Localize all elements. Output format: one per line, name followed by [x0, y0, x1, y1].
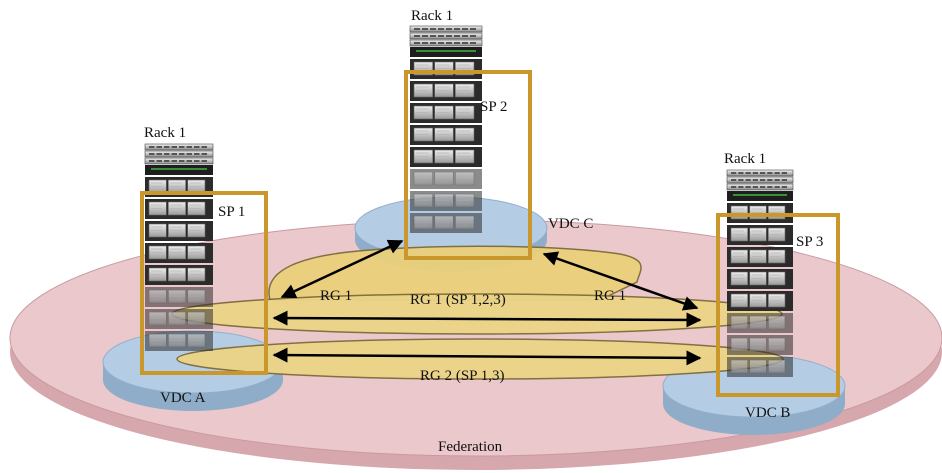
rack-drawer: [727, 357, 793, 377]
rg1-main-label: RG 1 (SP 1,2,3): [410, 292, 506, 308]
rack-right: [726, 169, 794, 377]
rack-drawer: [410, 147, 482, 167]
rack-drawer: [410, 59, 482, 79]
rack-label-center: Rack 1: [411, 8, 453, 24]
rg1-right-label: RG 1: [594, 288, 626, 304]
sp-3-border: [716, 213, 840, 397]
sp-2-label: SP 2: [480, 99, 507, 115]
rack-drawer: [727, 335, 793, 355]
sp-2-border: [404, 70, 532, 260]
rack-drawer: [727, 313, 793, 333]
federation-label: Federation: [438, 439, 503, 455]
rg1-right-arrow: [542, 251, 699, 311]
rack-drawer: [727, 247, 793, 267]
rack-label-right: Rack 1: [724, 151, 766, 167]
rack-drawer: [145, 287, 213, 307]
rack-drawer: [410, 169, 482, 189]
rg1-left-arrow: [280, 239, 404, 299]
sp-1-label: SP 1: [218, 204, 245, 220]
rg2-main-label: RG 2 (SP 1,3): [420, 368, 504, 384]
rack-drawer: [410, 213, 482, 233]
rack-drawer: [410, 103, 482, 123]
rack-drawer: [145, 221, 213, 241]
rg2-main-arrow: [272, 347, 702, 366]
rack-drawer: [145, 243, 213, 263]
rack-drawer: [145, 309, 213, 329]
vdc-b-label: VDC B: [745, 405, 790, 421]
rack-drawer: [145, 331, 213, 351]
vdc-a-label: VDC A: [160, 390, 206, 406]
rg1-left-label: RG 1: [320, 288, 352, 304]
rack-drawer: [410, 191, 482, 211]
rack-drawer: [145, 199, 213, 219]
rack-drawer: [410, 81, 482, 101]
sp-3-label: SP 3: [796, 234, 823, 250]
sp-1-border: [140, 191, 268, 375]
rack-label-left: Rack 1: [144, 125, 186, 141]
rack-center: [409, 25, 483, 233]
rack-drawer: [727, 225, 793, 245]
rack-drawer: [727, 269, 793, 289]
vdc-c-label: VDC C: [548, 216, 593, 232]
rack-drawer: [727, 291, 793, 311]
rack-drawer: [145, 265, 213, 285]
rack-drawer: [410, 125, 482, 145]
rg1-main-arrow: [272, 310, 702, 328]
rack-left: [144, 143, 214, 351]
